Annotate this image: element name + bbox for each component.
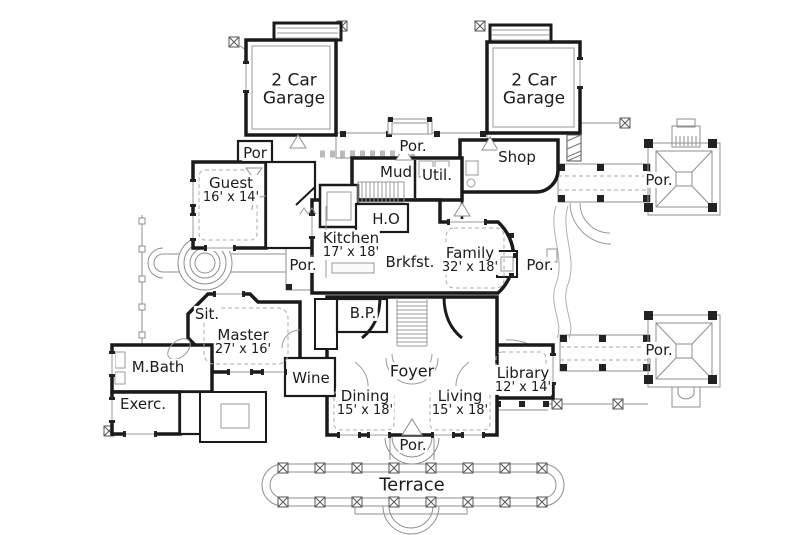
porch-label-top-center: Por. bbox=[398, 136, 428, 155]
living-name: Living bbox=[437, 386, 483, 405]
family-dims: 32' x 18' bbox=[441, 260, 499, 276]
pavilion-north bbox=[644, 118, 721, 216]
windows bbox=[109, 57, 583, 438]
room-label-mbath: M.Bath bbox=[130, 357, 186, 376]
room-label-util: Util. bbox=[421, 165, 453, 184]
room-label-home-office: H.O bbox=[371, 209, 401, 228]
dining-dims: 15' x 18' bbox=[336, 403, 394, 419]
guest-name: Guest bbox=[208, 173, 254, 192]
room-label-terrace: Terrace bbox=[378, 474, 446, 496]
master-dims: 27' x 16' bbox=[214, 342, 272, 358]
porch-label-entry: Por. bbox=[398, 435, 428, 454]
kitchen-dims: 17' x 18' bbox=[322, 245, 380, 261]
master-name: Master bbox=[217, 325, 269, 344]
room-label-sit: Sit. bbox=[193, 304, 221, 323]
library-dims: 12' x 14' bbox=[494, 380, 552, 396]
living-dims: 15' x 18' bbox=[431, 403, 489, 419]
room-label-bp: B.P. bbox=[348, 303, 378, 322]
fence-post-se1 bbox=[551, 398, 563, 410]
garage-left-name: 2 Car bbox=[271, 70, 317, 91]
porch-label-pavilion-bottom: Por. bbox=[644, 340, 674, 359]
garage-right-name: 2 Car bbox=[511, 70, 557, 91]
dining-name: Dining bbox=[340, 386, 390, 405]
fence-post-se2 bbox=[612, 398, 624, 410]
chimney bbox=[566, 134, 582, 162]
garage-left-name2: Garage bbox=[262, 89, 326, 109]
porch-label-kitchen-west: Por. bbox=[288, 255, 318, 274]
porch-label-pavilion-top: Por. bbox=[644, 170, 674, 189]
colonnade-north bbox=[557, 163, 651, 245]
kitchen-name: Kitchen bbox=[322, 228, 380, 247]
room-label-exerc: Exerc. bbox=[119, 394, 167, 413]
room-label-wine: Wine bbox=[291, 368, 331, 387]
porch-label-top-left: Por bbox=[242, 143, 268, 162]
room-label-brkfst: Brkfst. bbox=[384, 252, 436, 271]
room-label-shop: Shop bbox=[497, 147, 537, 166]
family-name: Family bbox=[445, 243, 495, 262]
library-name: Library bbox=[496, 363, 550, 382]
left-courtyard bbox=[147, 235, 286, 291]
garage-right-name2: Garage bbox=[502, 89, 566, 109]
pavilion-south bbox=[644, 311, 721, 408]
library-porch bbox=[492, 397, 648, 411]
room-label-mud: Mud bbox=[379, 162, 413, 181]
guest-dims: 16' x 14' bbox=[202, 190, 260, 206]
porch-label-family-east: Por. bbox=[525, 255, 555, 274]
room-label-foyer: Foyer bbox=[388, 361, 436, 381]
